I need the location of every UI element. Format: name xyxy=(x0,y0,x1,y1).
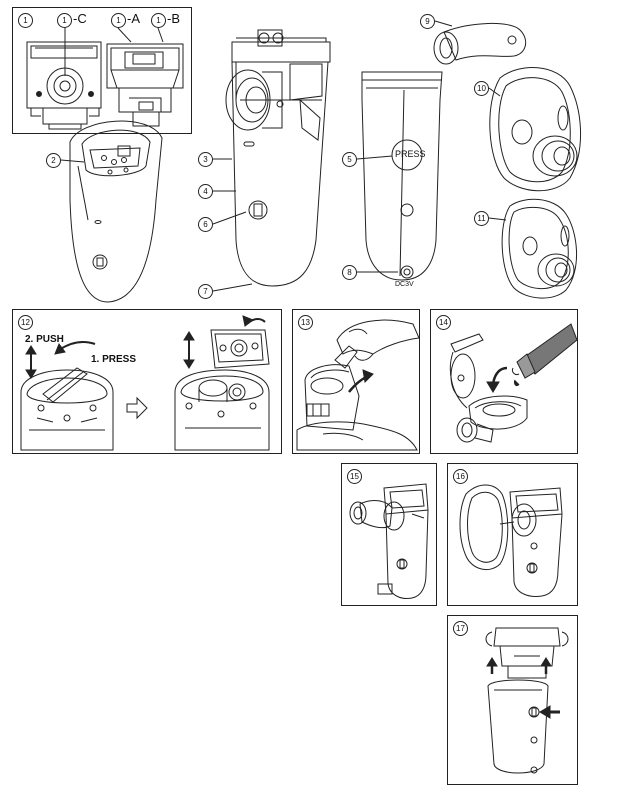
callout-8: 8 xyxy=(342,265,357,280)
callout-1-a: 1 xyxy=(111,13,126,28)
step-13-drawing xyxy=(296,319,420,451)
callout-15: 15 xyxy=(347,469,362,484)
step-17-drawing xyxy=(485,627,569,774)
callout-13: 13 xyxy=(298,315,313,330)
callout-4: 4 xyxy=(198,184,213,199)
callout-2: 2 xyxy=(46,153,61,168)
medication-cup-drawing xyxy=(26,27,184,130)
label-part-a: -A xyxy=(127,11,140,26)
label-part-b: -B xyxy=(167,11,180,26)
panel-1-medication-cup-parts: 1 1 -C 1 -A 1 -B xyxy=(12,7,192,134)
callout-7: 7 xyxy=(198,284,213,299)
callout-1-b: 1 xyxy=(151,13,166,28)
panel-13-open-cap: 13 xyxy=(292,309,420,454)
step-press-label: 1. PRESS xyxy=(91,354,137,365)
step-14-drawing xyxy=(449,323,578,443)
step-15-drawing xyxy=(349,483,429,599)
main-device-drawings xyxy=(60,20,581,303)
callout-1: 1 xyxy=(18,13,33,28)
callout-14: 14 xyxy=(436,315,451,330)
callout-17: 17 xyxy=(453,621,468,636)
callout-5: 5 xyxy=(342,152,357,167)
callout-9: 9 xyxy=(420,14,435,29)
panel-17-reassemble: 17 xyxy=(447,615,578,785)
dc-jack-label: DC3V xyxy=(395,281,414,288)
callout-3: 3 xyxy=(198,152,213,167)
callout-6: 6 xyxy=(198,217,213,232)
panel-15-mouthpiece-attached: 15 xyxy=(341,463,437,606)
press-button-label: PRESS xyxy=(395,149,426,159)
callout-10: 10 xyxy=(474,81,489,96)
step-12-drawing xyxy=(20,315,270,451)
step-push-label: 2. PUSH xyxy=(25,334,64,345)
label-part-c: -C xyxy=(73,11,87,26)
callout-16: 16 xyxy=(453,469,468,484)
panel-14-fill-medication: 14 xyxy=(430,309,578,454)
callout-1-c: 1 xyxy=(57,13,72,28)
panel-16-mask-attached: 16 xyxy=(447,463,578,606)
callout-12: 12 xyxy=(18,315,33,330)
callout-11: 11 xyxy=(474,211,489,226)
panel-12-remove-medication-cup: 12 2. PUSH 1. PRESS xyxy=(12,309,282,454)
step-16-drawing xyxy=(459,484,563,597)
